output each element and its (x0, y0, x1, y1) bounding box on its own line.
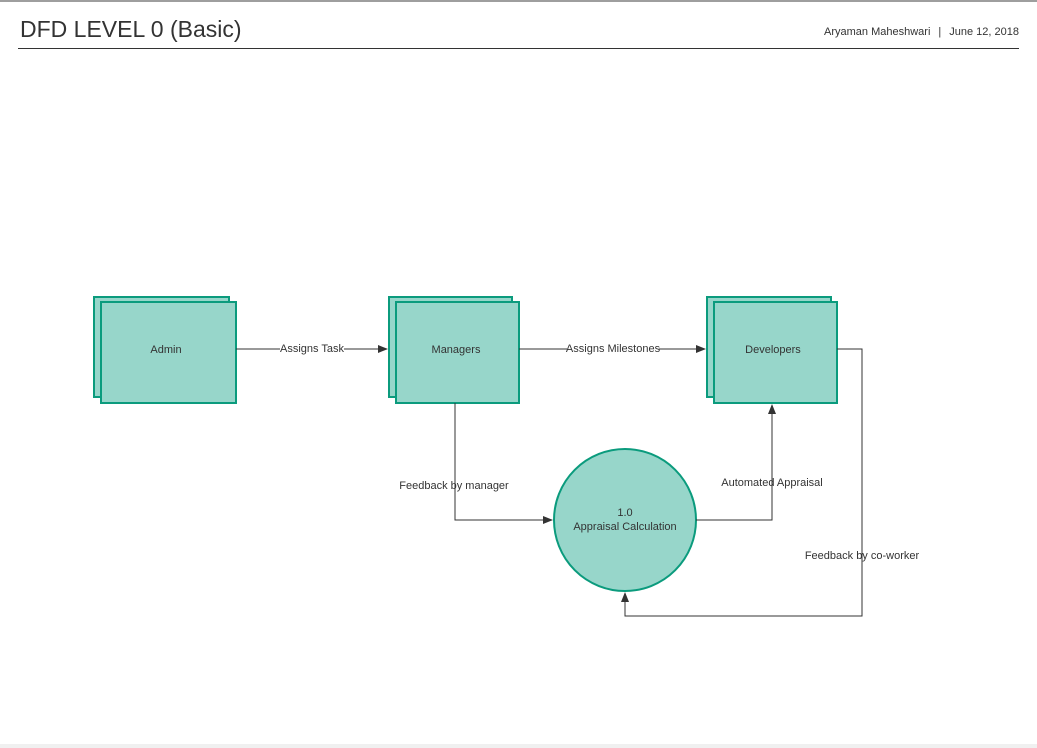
process-appraisal[interactable]: 1.0 Appraisal Calculation (553, 448, 697, 592)
flow-assigns-task[interactable]: Assigns Task (236, 343, 388, 355)
flow-feedback-manager-label: Feedback by manager (399, 480, 509, 492)
flow-feedback-manager-line (454, 403, 553, 524)
author-name: Aryaman Maheshwari (824, 26, 931, 38)
entity-developers-label: Developers (745, 344, 801, 356)
entity-admin[interactable]: Admin (93, 296, 237, 404)
entity-managers-label: Managers (432, 344, 481, 356)
entity-admin-label: Admin (150, 344, 181, 356)
top-border (0, 0, 1037, 2)
flow-assigns-milestones-label: Assigns Milestones (566, 343, 661, 355)
entity-developers-box (713, 301, 838, 404)
flow-feedback-coworker-line (621, 348, 863, 617)
page-title: DFD LEVEL 0 (Basic) (20, 16, 242, 42)
process-number: 1.0 (617, 507, 632, 519)
entity-admin-box (100, 301, 237, 404)
flow-feedback-coworker[interactable]: Feedback by co-worker (621, 348, 920, 617)
flow-automated-appraisal-line (696, 404, 776, 521)
flow-assigns-task-label: Assigns Task (280, 343, 344, 355)
flow-assigns-milestones[interactable]: Assigns Milestones (519, 343, 706, 355)
diagram-date: June 12, 2018 (949, 26, 1019, 38)
flow-automated-appraisal[interactable]: Automated Appraisal (696, 404, 823, 521)
entity-managers[interactable]: Managers (388, 296, 520, 404)
flow-feedback-manager[interactable]: Feedback by manager (399, 403, 553, 524)
flow-automated-appraisal-label: Automated Appraisal (721, 477, 823, 489)
bottom-border (0, 744, 1037, 748)
header-rule (18, 48, 1019, 49)
process-circle (553, 448, 697, 592)
entity-developers[interactable]: Developers (706, 296, 838, 404)
flow-feedback-coworker-label: Feedback by co-worker (805, 550, 920, 562)
header-meta: Aryaman Maheshwari | June 12, 2018 (824, 26, 1019, 38)
process-name: Appraisal Calculation (573, 521, 676, 533)
header-separator: | (938, 26, 942, 38)
entity-managers-box (395, 301, 520, 404)
